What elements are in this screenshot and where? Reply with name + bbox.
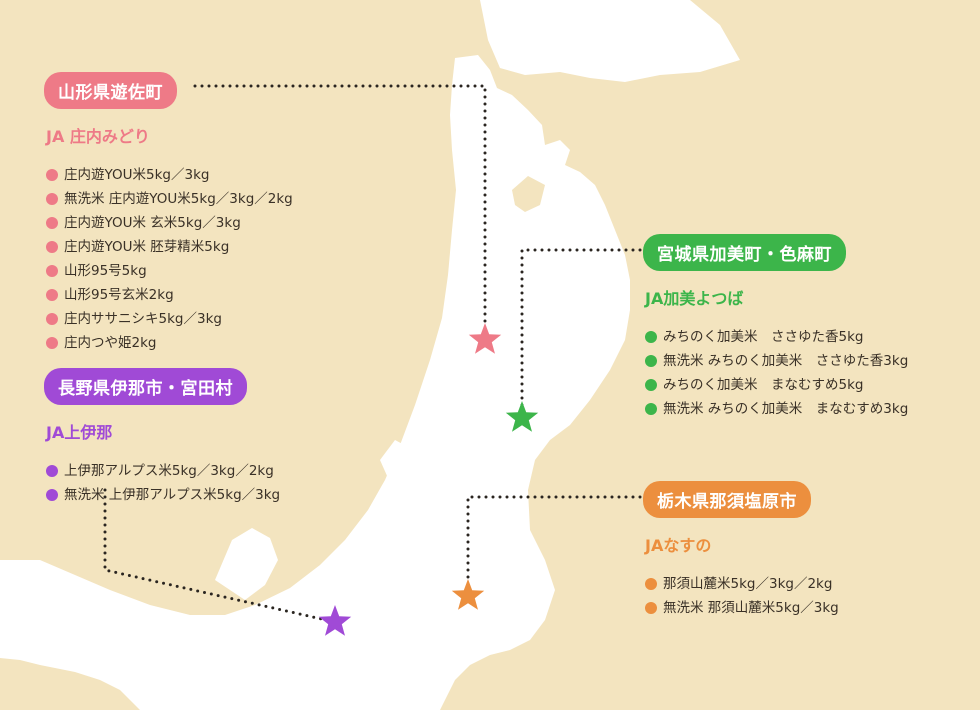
product-label: 無洗米 庄内遊YOU米5kg／3kg／2kg bbox=[64, 191, 293, 207]
bay-notch bbox=[512, 176, 545, 212]
bullet-dot-icon bbox=[46, 241, 58, 253]
product-label: みちのく加美米 ささゆた香5kg bbox=[663, 329, 864, 345]
noto-peninsula bbox=[215, 528, 278, 600]
honshu-land bbox=[0, 55, 630, 710]
bullet-dot-icon bbox=[645, 602, 657, 614]
product-label: 無洗米 みちのく加美米 ささゆた香3kg bbox=[663, 353, 909, 369]
bullet-dot-icon bbox=[645, 379, 657, 391]
bullet-dot-icon bbox=[645, 403, 657, 415]
yamagata-star-icon bbox=[468, 323, 502, 354]
miyagi-star-icon bbox=[505, 401, 539, 432]
product-label: 無洗米 那須山麓米5kg／3kg bbox=[663, 600, 839, 616]
org-name-yamagata: JA 庄内みどり bbox=[46, 127, 150, 146]
nagano-star-icon bbox=[318, 605, 352, 636]
product-item: 那須山麓米5kg／3kg／2kg bbox=[645, 572, 839, 596]
sado-island bbox=[380, 440, 410, 478]
product-label: 那須山麓米5kg／3kg／2kg bbox=[663, 576, 833, 592]
product-label: 庄内ササニシキ5kg／3kg bbox=[64, 311, 222, 327]
bullet-dot-icon bbox=[46, 465, 58, 477]
product-item: 庄内遊YOU米 玄米5kg／3kg bbox=[46, 211, 293, 235]
region-tochigi: 栃木県那須塩原市 JAなすの 那須山麓米5kg／3kg／2kg 無洗米 那須山麓米… bbox=[643, 481, 839, 620]
bullet-dot-icon bbox=[645, 331, 657, 343]
leader-line-tochigi bbox=[466, 495, 642, 598]
product-item: 庄内遊YOU米 胚芽精米5kg bbox=[46, 235, 293, 259]
region-nagano: 長野県伊那市・宮田村 JA上伊那 上伊那アルプス米5kg／3kg／2kg 無洗米 … bbox=[44, 368, 280, 507]
bullet-dot-icon bbox=[645, 355, 657, 367]
leader-lines bbox=[103, 84, 642, 624]
bullet-dot-icon bbox=[46, 289, 58, 301]
bullet-dot-icon bbox=[46, 193, 58, 205]
product-list-yamagata: 庄内遊YOU米5kg／3kg 無洗米 庄内遊YOU米5kg／3kg／2kg 庄内遊Y… bbox=[46, 163, 293, 355]
product-label: 上伊那アルプス米5kg／3kg／2kg bbox=[64, 463, 274, 479]
org-name-tochigi: JAなすの bbox=[645, 536, 712, 555]
product-list-miyagi: みちのく加美米 ささゆた香5kg 無洗米 みちのく加美米 ささゆた香3kg みちのく… bbox=[645, 325, 908, 421]
bullet-dot-icon bbox=[46, 489, 58, 501]
bullet-dot-icon bbox=[46, 169, 58, 181]
bullet-dot-icon bbox=[46, 313, 58, 325]
product-item: 庄内遊YOU米5kg／3kg bbox=[46, 163, 293, 187]
product-label: 無洗米 みちのく加美米 まなむすめ3kg bbox=[663, 401, 909, 417]
region-badge-miyagi: 宮城県加美町・色麻町 bbox=[643, 234, 846, 271]
product-label: 山形95号玄米2kg bbox=[64, 287, 174, 303]
bullet-dot-icon bbox=[46, 265, 58, 277]
product-item: みちのく加美米 ささゆた香5kg bbox=[645, 325, 908, 349]
product-item: 無洗米 みちのく加美米 ささゆた香3kg bbox=[645, 349, 908, 373]
product-item: 庄内ササニシキ5kg／3kg bbox=[46, 307, 293, 331]
product-item: 山形95号5kg bbox=[46, 259, 293, 283]
org-name-miyagi: JA加美よつば bbox=[645, 289, 744, 308]
product-item: 無洗米 那須山麓米5kg／3kg bbox=[645, 596, 839, 620]
product-label: 庄内つや姫2kg bbox=[64, 335, 157, 351]
product-item: 無洗米 みちのく加美米 まなむすめ3kg bbox=[645, 397, 908, 421]
product-item: 庄内つや姫2kg bbox=[46, 331, 293, 355]
product-item: 上伊那アルプス米5kg／3kg／2kg bbox=[46, 459, 280, 483]
region-miyagi: 宮城県加美町・色麻町 JA加美よつば みちのく加美米 ささゆた香5kg 無洗米 み… bbox=[643, 234, 908, 421]
region-badge-tochigi: 栃木県那須塩原市 bbox=[643, 481, 811, 518]
product-list-nagano: 上伊那アルプス米5kg／3kg／2kg 無洗米 上伊那アルプス米5kg／3kg bbox=[46, 459, 280, 507]
tochigi-star-icon bbox=[451, 579, 485, 610]
product-label: 無洗米 上伊那アルプス米5kg／3kg bbox=[64, 487, 281, 503]
product-list-tochigi: 那須山麓米5kg／3kg／2kg 無洗米 那須山麓米5kg／3kg bbox=[645, 572, 839, 620]
hokkaido-land bbox=[480, 0, 740, 82]
bullet-dot-icon bbox=[46, 217, 58, 229]
product-label: 庄内遊YOU米 胚芽精米5kg bbox=[64, 239, 230, 255]
region-badge-yamagata: 山形県遊佐町 bbox=[44, 72, 177, 109]
leader-line-miyagi bbox=[520, 248, 642, 420]
bullet-dot-icon bbox=[46, 337, 58, 349]
product-label: 庄内遊YOU米 玄米5kg／3kg bbox=[64, 215, 241, 231]
product-label: みちのく加美米 まなむすめ5kg bbox=[663, 377, 864, 393]
leader-line-yamagata bbox=[193, 84, 487, 342]
bullet-dot-icon bbox=[645, 578, 657, 590]
product-item: 山形95号玄米2kg bbox=[46, 283, 293, 307]
product-item: 無洗米 上伊那アルプス米5kg／3kg bbox=[46, 483, 280, 507]
org-name-nagano: JA上伊那 bbox=[46, 423, 113, 442]
product-label: 山形95号5kg bbox=[64, 263, 147, 279]
region-yamagata: 山形県遊佐町 JA 庄内みどり 庄内遊YOU米5kg／3kg 無洗米 庄内遊YOU… bbox=[44, 72, 293, 355]
leader-line-nagano bbox=[103, 488, 337, 624]
product-item: みちのく加美米 まなむすめ5kg bbox=[645, 373, 908, 397]
product-label: 庄内遊YOU米5kg／3kg bbox=[64, 167, 210, 183]
product-item: 無洗米 庄内遊YOU米5kg／3kg／2kg bbox=[46, 187, 293, 211]
region-badge-nagano: 長野県伊那市・宮田村 bbox=[44, 368, 247, 405]
